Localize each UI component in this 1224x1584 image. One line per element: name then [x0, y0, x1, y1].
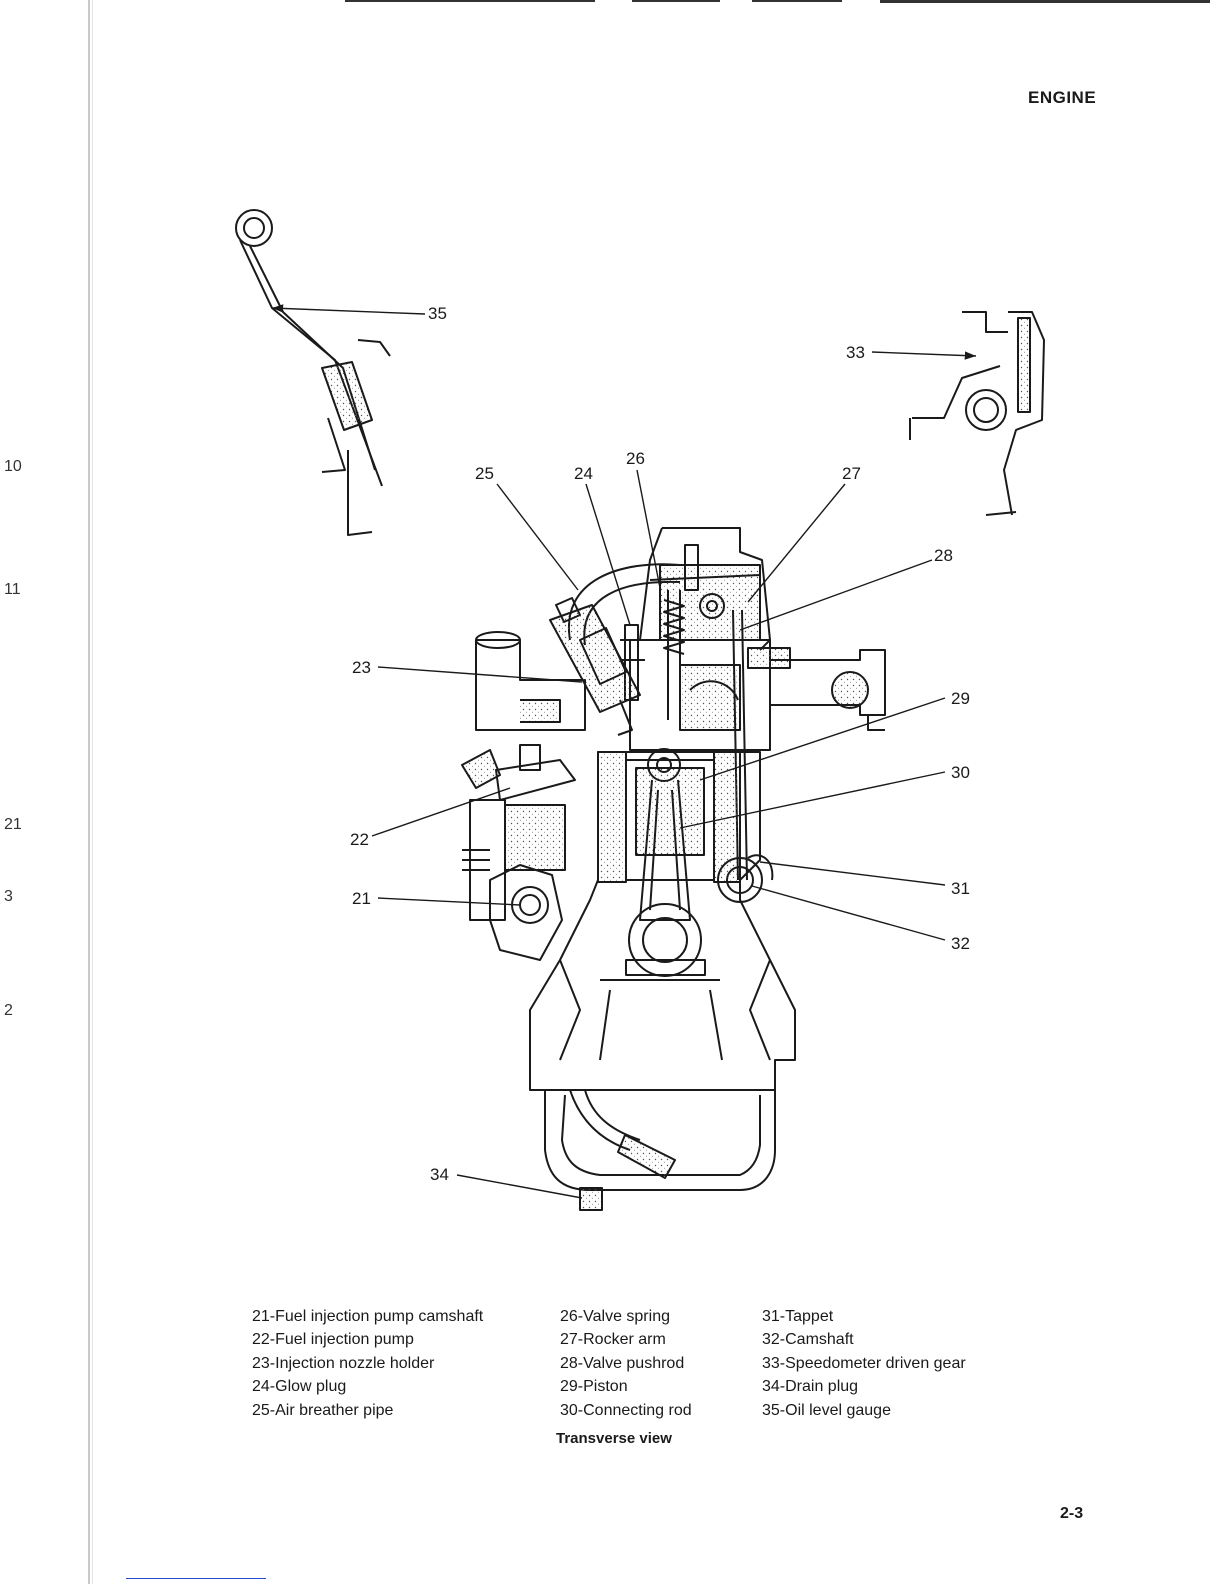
top-rule: [632, 0, 720, 2]
top-rule: [752, 0, 842, 2]
callout-24: 24: [574, 464, 593, 483]
valve-gear: [620, 590, 791, 881]
margin-number: 2: [4, 1002, 13, 1019]
legend-item: 28-Valve pushrod: [560, 1354, 685, 1372]
legend-item: 27-Rocker arm: [560, 1331, 666, 1349]
intake-manifold: [770, 649, 886, 731]
figure-caption: Transverse view: [556, 1430, 672, 1447]
margin-number: 3: [4, 888, 13, 905]
callout-27: 27: [842, 464, 861, 483]
speedometer-gear-inset: [909, 311, 1045, 516]
callout-23: 23: [352, 658, 371, 677]
page-number: 2-3: [1060, 1505, 1084, 1522]
callout-26: 26: [626, 449, 645, 468]
legend-item: 25-Air breather pipe: [252, 1401, 394, 1419]
callout-33: 33: [846, 343, 865, 362]
binding-edge: [88, 0, 90, 1584]
margin-number: 21: [4, 816, 22, 833]
margin-number: 11: [4, 581, 21, 598]
binding-edge-shadow: [92, 0, 93, 1584]
legend-column-3: 31-Tappet 32-Camshaft 33-Speedometer dri…: [762, 1305, 966, 1422]
legend-item: 29-Piston: [560, 1378, 628, 1396]
legend-column-2: 26-Valve spring 27-Rocker arm 28-Valve p…: [560, 1305, 692, 1422]
top-rule: [345, 0, 595, 2]
legend-item: 34-Drain plug: [762, 1378, 859, 1396]
fuel-injection-pump: [461, 744, 576, 961]
callout-25: 25: [475, 464, 494, 483]
legend-item: 22-Fuel injection pump: [252, 1331, 414, 1349]
callout-30: 30: [951, 763, 970, 782]
legend-item: 23-Injection nozzle holder: [252, 1354, 435, 1372]
legend-item: 33-Speedometer driven gear: [762, 1354, 966, 1372]
callout-21: 21: [352, 889, 371, 908]
bottom-link-rule: [126, 1578, 266, 1579]
callout-22: 22: [350, 830, 369, 849]
legend-item: 31-Tappet: [762, 1308, 834, 1325]
oil-level-gauge-inset: [235, 209, 391, 536]
callout-31: 31: [951, 879, 970, 898]
callout-32: 32: [951, 934, 970, 953]
callout-35: 35: [428, 304, 447, 323]
camshaft: [717, 854, 774, 903]
legend-item: 32-Camshaft: [762, 1331, 854, 1349]
cylinder-head: [629, 527, 771, 751]
callout-29: 29: [951, 689, 970, 708]
callout-34: 34: [430, 1165, 449, 1184]
legend-column-1: 21-Fuel injection pump camshaft 22-Fuel …: [252, 1305, 483, 1422]
callout-28: 28: [934, 546, 953, 565]
legend-item: 26-Valve spring: [560, 1308, 670, 1325]
margin-number: 10: [4, 458, 22, 475]
injection-nozzle-holder: [549, 597, 641, 736]
oil-pan: [544, 1089, 776, 1211]
legend-item: 35-Oil level gauge: [762, 1401, 891, 1419]
piston-and-rod: [625, 748, 706, 977]
legend-item: 24-Glow plug: [252, 1378, 347, 1396]
legend-item: 30-Connecting rod: [560, 1401, 692, 1419]
section-title: ENGINE: [1028, 88, 1097, 107]
top-rule: [880, 0, 1210, 3]
legend-item: 21-Fuel injection pump camshaft: [252, 1308, 484, 1325]
